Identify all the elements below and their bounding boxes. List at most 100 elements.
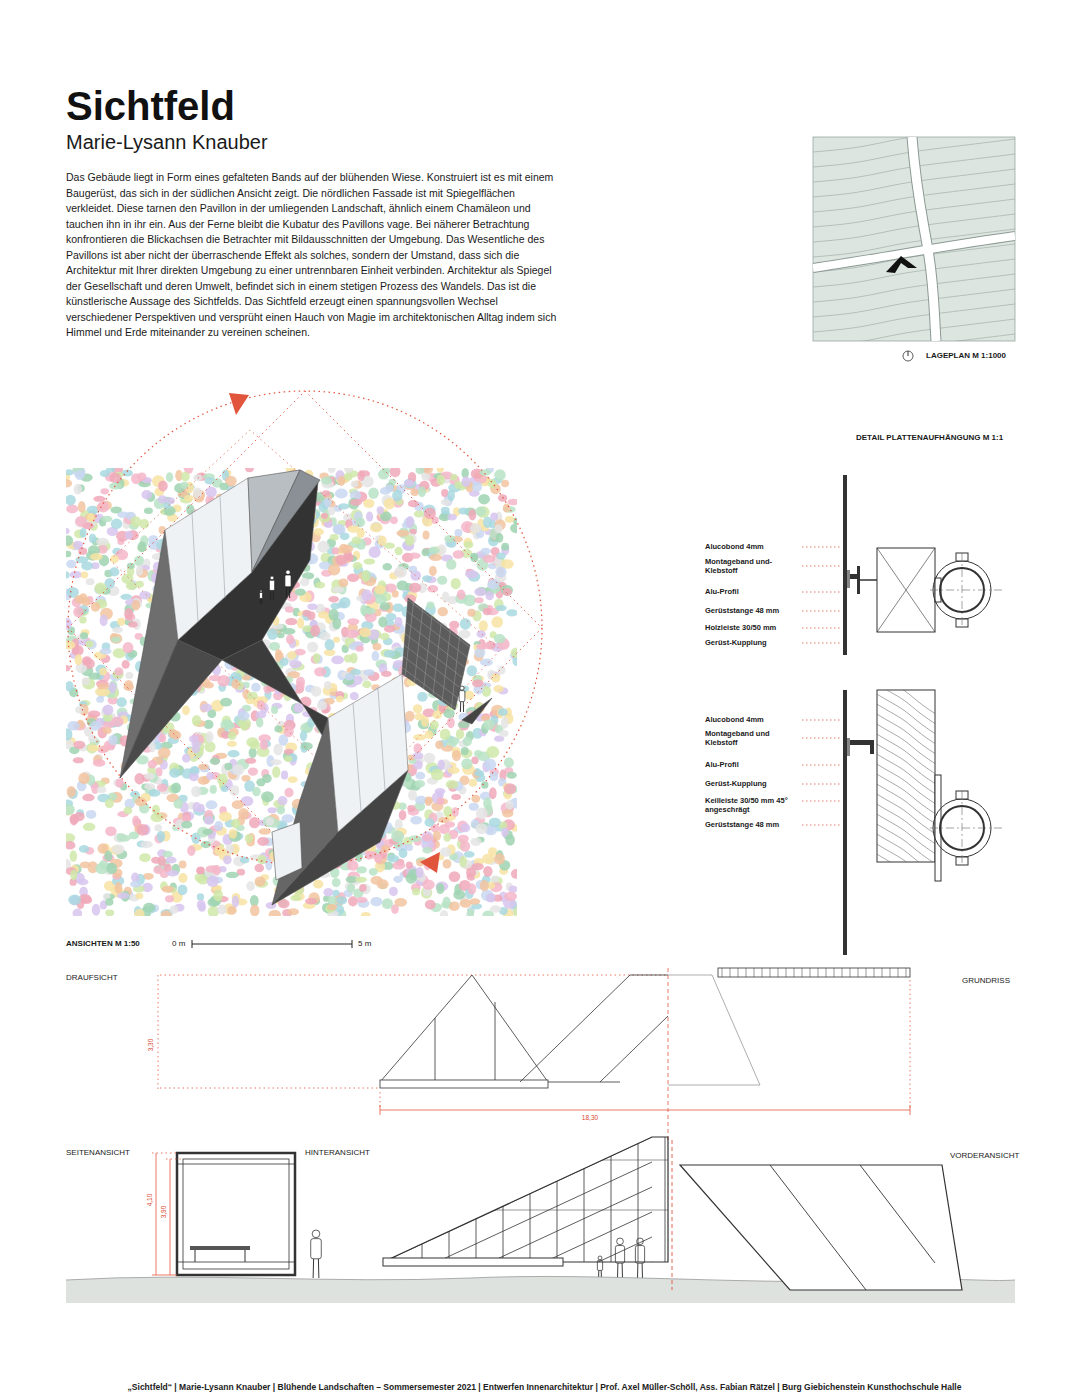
- flower-meadow: [458, 835, 469, 843]
- flower-meadow: [489, 771, 498, 781]
- flower-meadow: [443, 897, 451, 908]
- flower-meadow: [257, 837, 269, 846]
- flower-meadow: [344, 474, 353, 481]
- flower-meadow: [178, 884, 188, 895]
- flower-meadow: [111, 636, 121, 642]
- flower-meadow: [307, 642, 318, 653]
- contour-line: [813, 137, 1015, 341]
- flower-meadow: [111, 717, 124, 727]
- flower-meadow: [322, 490, 331, 496]
- flower-meadow: [437, 576, 447, 585]
- flower-meadow: [372, 643, 381, 651]
- flower-meadow: [363, 499, 374, 508]
- flower-meadow: [158, 495, 167, 503]
- flower-meadow: [474, 588, 486, 596]
- flower-meadow: [448, 737, 460, 745]
- flower-meadow: [447, 717, 455, 728]
- building-footprint: [886, 256, 917, 273]
- flower-meadow: [464, 690, 474, 699]
- flower-meadow: [387, 855, 399, 863]
- flower-meadow: [427, 585, 438, 592]
- flower-meadow: [285, 618, 297, 625]
- flower-meadow: [384, 625, 395, 633]
- site-plan: [813, 109, 1015, 377]
- flower-meadow: [182, 706, 190, 716]
- flower-meadow: [247, 692, 258, 700]
- flower-meadow: [481, 781, 488, 788]
- flower-meadow: [202, 829, 213, 835]
- flower-meadow: [75, 470, 85, 480]
- flower-meadow: [109, 567, 119, 576]
- flower-meadow: [128, 621, 138, 627]
- flower-meadow: [505, 800, 513, 810]
- flower-meadow: [446, 559, 456, 570]
- flower-meadow: [135, 893, 143, 899]
- flower-meadow: [503, 588, 512, 596]
- flower-meadow: [95, 863, 108, 874]
- flower-meadow: [210, 758, 220, 765]
- flower-meadow: [488, 479, 496, 488]
- road: [912, 137, 936, 341]
- flower-meadow: [496, 605, 507, 611]
- flower-meadow: [105, 898, 113, 906]
- flower-meadow: [395, 547, 403, 555]
- flower-meadow: [335, 489, 348, 499]
- flower-meadow: [328, 507, 335, 515]
- flower-meadow: [336, 896, 347, 904]
- flower-meadow: [328, 564, 340, 576]
- flower-meadow: [231, 819, 240, 829]
- flower-meadow: [392, 590, 399, 597]
- flower-meadow: [496, 533, 504, 543]
- flower-meadow: [66, 665, 70, 671]
- flower-meadow: [224, 722, 235, 729]
- flower-meadow: [116, 833, 126, 841]
- flower-meadow: [347, 574, 359, 582]
- flower-meadow: [154, 824, 162, 831]
- flower-meadow: [166, 857, 177, 864]
- flower-meadow: [335, 554, 347, 565]
- flower-meadow: [105, 799, 114, 809]
- flower-meadow: [501, 480, 509, 488]
- flower-meadow: [425, 900, 436, 910]
- flower-meadow: [443, 859, 452, 868]
- flower-meadow: [474, 770, 484, 776]
- flower-meadow: [245, 834, 253, 843]
- flower-meadow: [205, 487, 216, 498]
- flower-meadow: [241, 723, 248, 731]
- flower-meadow: [503, 503, 510, 512]
- flower-meadow: [165, 895, 174, 902]
- flower-meadow: [192, 715, 201, 726]
- flower-meadow: [357, 470, 364, 481]
- flower-meadow: [327, 904, 337, 910]
- flower-meadow: [499, 730, 508, 737]
- site-plan: [813, 137, 1015, 341]
- flower-meadow: [226, 872, 239, 878]
- flower-meadow: [136, 565, 143, 576]
- flower-meadow: [66, 528, 70, 534]
- flower-meadow: [83, 823, 96, 831]
- flower-meadow: [463, 737, 472, 747]
- flower-meadow: [86, 639, 97, 649]
- flower-meadow: [178, 873, 187, 883]
- flower-meadow: [510, 523, 517, 533]
- flower-meadow: [261, 791, 274, 802]
- flower-meadow: [507, 499, 517, 506]
- flower-meadow: [117, 893, 129, 899]
- flower-meadow: [272, 766, 280, 778]
- flower-meadow: [493, 685, 503, 692]
- flower-meadow: [489, 818, 501, 827]
- flower-meadow: [74, 812, 84, 821]
- flower-meadow: [422, 530, 429, 539]
- flower-meadow: [430, 721, 439, 730]
- flower-meadow: [101, 516, 112, 523]
- flower-meadow: [368, 488, 379, 499]
- flower-meadow: [197, 804, 205, 813]
- flower-meadow: [281, 770, 288, 779]
- flower-meadow: [408, 790, 417, 801]
- flower-meadow: [422, 847, 432, 853]
- flower-meadow: [446, 780, 459, 789]
- flower-meadow: [307, 611, 315, 620]
- flower-meadow: [444, 535, 455, 543]
- flower-meadow: [245, 468, 254, 472]
- flower-meadow: [461, 758, 472, 769]
